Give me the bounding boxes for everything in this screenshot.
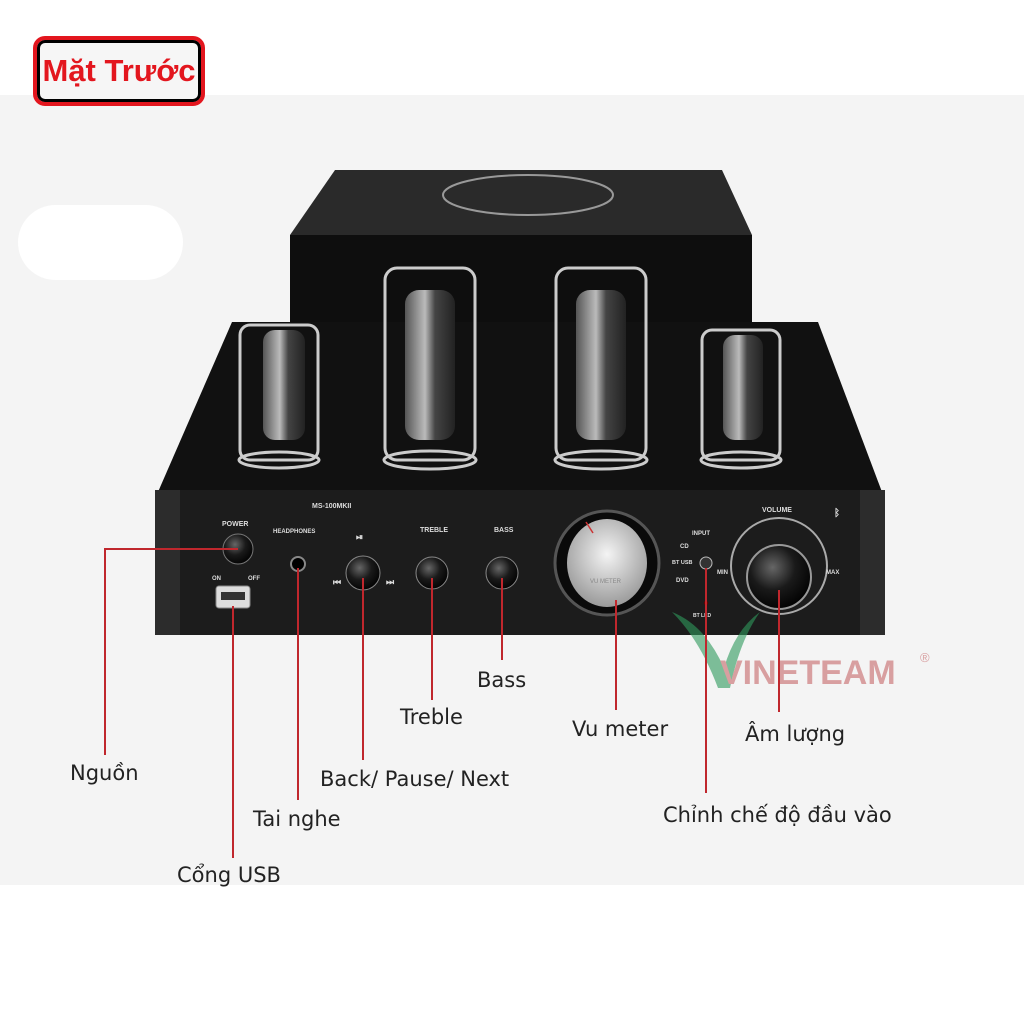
vacuum-tubes <box>237 266 783 471</box>
label-playback: Back/ Pause/ Next <box>320 767 510 791</box>
previous-icon: ⏮ <box>333 577 341 587</box>
next-icon: ⏭ <box>386 577 395 587</box>
label-bass: Bass <box>477 668 527 692</box>
label-vu-meter: Vu meter <box>572 717 669 741</box>
input-selector[interactable] <box>699 556 713 570</box>
tube-2 <box>382 266 478 471</box>
tube-4 <box>699 328 783 470</box>
label-treble: Treble <box>400 705 463 729</box>
vu-label: VU METER <box>590 579 622 585</box>
label-input-mode: Chỉnh chế độ đầu vào <box>663 803 892 827</box>
label-usb: Cổng USB <box>177 863 281 887</box>
brand-logo <box>442 174 614 216</box>
leader-lines <box>104 548 780 858</box>
volume-label: VOLUME <box>762 507 792 514</box>
leader-power <box>104 548 238 755</box>
svg-text:VINETEAM: VINETEAM <box>720 654 896 692</box>
on-label: ON <box>212 576 221 582</box>
min-label: MIN <box>717 570 728 576</box>
treble-label: TREBLE <box>420 527 448 534</box>
svg-text:®: ® <box>920 650 930 665</box>
label-headphone: Tai nghe <box>253 807 341 831</box>
power-label: POWER <box>222 521 248 528</box>
input-label: INPUT <box>692 531 710 537</box>
cd-label: CD <box>680 544 689 550</box>
model-label: MS-100MKII <box>312 503 351 510</box>
vu-needle <box>585 521 594 534</box>
bluetooth-icon: ᛒ <box>834 507 840 519</box>
watermark: VINETEAM ® <box>672 612 930 692</box>
headphones-label: HEADPHONES <box>273 529 315 535</box>
bass-label: BASS <box>494 527 514 534</box>
label-volume: Âm lượng <box>745 722 846 746</box>
front-panel <box>155 490 885 635</box>
label-power: Nguồn <box>70 761 139 785</box>
tube-3 <box>553 266 649 471</box>
title-text: Mặt Trước <box>42 53 196 88</box>
play-pause-icon: ⏯ <box>356 532 363 542</box>
off-label: OFF <box>248 576 260 582</box>
transformer-cover <box>290 170 752 325</box>
max-label: MAX <box>826 570 839 576</box>
tube-1 <box>237 323 321 470</box>
bt-usb-label: BT USB <box>672 560 693 566</box>
title-badge: Mặt Trước <box>33 36 205 106</box>
dvd-label: DVD <box>676 578 689 584</box>
bt-led-label: BT LED <box>693 613 711 619</box>
backdrop-highlight <box>18 205 183 280</box>
